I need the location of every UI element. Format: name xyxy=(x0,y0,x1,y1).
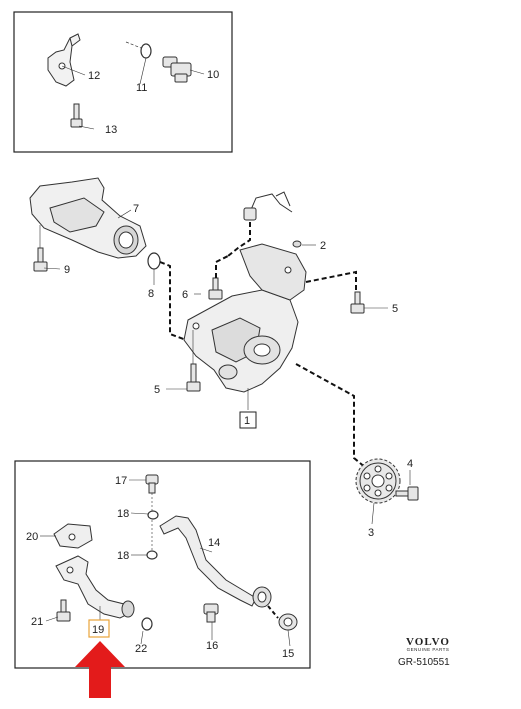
inset-box-top xyxy=(13,11,233,153)
oil-pickup-tube-part-19[interactable] xyxy=(55,555,135,619)
bolt-part-21[interactable] xyxy=(56,599,71,622)
bolt-part-9[interactable] xyxy=(33,247,48,272)
callout-box-part-1 xyxy=(239,411,257,429)
callout-5-right: 5 xyxy=(392,303,398,315)
gasket-part-15[interactable] xyxy=(278,613,298,631)
pump-cover-part-7[interactable] xyxy=(29,177,147,259)
brand-logo: VOLVO GENUINE PARTS xyxy=(398,636,458,652)
callout-10: 10 xyxy=(207,69,219,81)
o-ring-part-8[interactable] xyxy=(147,252,161,270)
callout-18-top: 18 xyxy=(117,508,129,520)
callout-17: 17 xyxy=(115,475,127,487)
callout-3: 3 xyxy=(368,527,374,539)
fitting-part-16[interactable] xyxy=(203,603,219,623)
callout-6: 6 xyxy=(182,289,188,301)
o-ring-part-11[interactable] xyxy=(140,43,152,59)
highlight-box-part-19 xyxy=(88,619,110,638)
o-ring-part-18-top[interactable] xyxy=(147,510,159,520)
sensor-harness xyxy=(243,191,293,221)
callout-12: 12 xyxy=(88,70,100,82)
callout-5-left: 5 xyxy=(154,384,160,396)
o-ring-part-2[interactable] xyxy=(292,240,302,248)
oil-pump-body-part-1[interactable] xyxy=(183,243,307,393)
bolt-part-5-right[interactable] xyxy=(350,291,365,314)
bolt-part-4[interactable] xyxy=(395,486,419,501)
diagram-reference: GR-510551 xyxy=(398,657,450,668)
highlight-arrow xyxy=(75,641,125,698)
brand-logo-text: VOLVO xyxy=(406,636,450,648)
callout-8: 8 xyxy=(148,288,154,300)
bolt-part-5-left[interactable] xyxy=(186,363,201,392)
callout-13: 13 xyxy=(105,124,117,136)
brand-tagline: GENUINE PARTS xyxy=(406,647,450,652)
callout-22: 22 xyxy=(135,643,147,655)
callout-16: 16 xyxy=(206,640,218,652)
callout-4: 4 xyxy=(407,458,413,470)
bolt-part-6[interactable] xyxy=(208,277,223,300)
o-ring-part-22[interactable] xyxy=(141,617,153,631)
callout-7: 7 xyxy=(133,203,139,215)
bolt-part-13[interactable] xyxy=(70,103,83,128)
callout-15: 15 xyxy=(282,648,294,660)
callout-21: 21 xyxy=(31,616,43,628)
callout-1: 1 xyxy=(244,415,250,427)
callout-2: 2 xyxy=(320,240,326,252)
bracket-part-12[interactable] xyxy=(47,33,81,87)
bracket-part-20[interactable] xyxy=(53,523,93,549)
sensor-part-10[interactable] xyxy=(162,56,192,83)
sprocket-part-3[interactable] xyxy=(355,458,401,504)
callout-14: 14 xyxy=(208,537,220,549)
callout-9: 9 xyxy=(64,264,70,276)
inset-box-bottom xyxy=(14,460,311,669)
oil-pipe-part-14[interactable] xyxy=(159,515,272,608)
callout-20: 20 xyxy=(26,531,38,543)
callout-11: 11 xyxy=(136,82,147,94)
bolt-part-17[interactable] xyxy=(145,474,159,494)
callout-18-bottom: 18 xyxy=(117,550,129,562)
o-ring-part-18-bottom[interactable] xyxy=(146,550,158,560)
callout-19: 19 xyxy=(92,624,104,636)
